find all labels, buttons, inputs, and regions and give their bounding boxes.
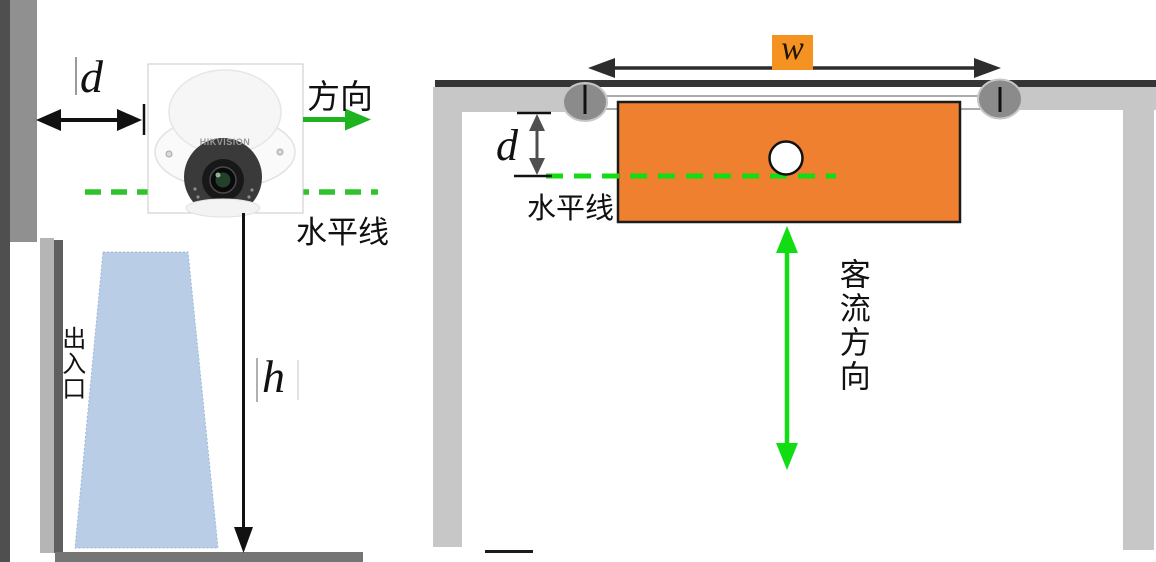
w-width-label: w — [781, 30, 804, 67]
horizontal-line-label-left: 水平线 — [296, 215, 389, 250]
d-distance-label-right: d — [496, 121, 518, 170]
entrance-area-trapezoid — [74, 251, 219, 549]
passenger-flow-direction-label: 客流方向 — [834, 258, 870, 394]
left-wall-dark-bar — [0, 0, 10, 562]
w-label-box — [772, 35, 813, 70]
dome-camera-image: HIKVISION — [147, 63, 304, 218]
top-beam-bar — [435, 80, 1156, 87]
room-wall-right — [1123, 87, 1154, 550]
d-distance-label-left: d — [80, 51, 103, 102]
room-wall-left — [433, 87, 462, 547]
d-right-arrowhead-down-icon — [529, 158, 545, 175]
left-pillar-light-bar — [40, 238, 54, 553]
camera-lens-glint — [215, 172, 221, 178]
camera-bottom-rim — [185, 198, 261, 218]
left-pillar-dark-bar — [54, 240, 63, 553]
camera-top-view-circle — [768, 140, 804, 176]
entrance-exit-label: 出入口 — [57, 326, 84, 401]
flow-arrowhead-down-icon — [776, 443, 798, 470]
w-arrowhead-right-icon — [974, 58, 1001, 78]
d-right-arrowhead-up-icon — [529, 114, 545, 131]
d-arrowhead-right-icon — [117, 109, 142, 131]
floor-bar — [55, 552, 363, 562]
h-height-label: h — [262, 351, 285, 402]
horizontal-line-label-right: 水平线 — [527, 193, 615, 225]
room-wall-top-left — [433, 87, 581, 112]
w-arrowhead-left-icon — [588, 58, 615, 78]
camera-brand-text: HIKVISION — [200, 137, 251, 147]
left-wall-medium-bar — [10, 0, 37, 242]
room-wall-top-right — [1018, 87, 1156, 110]
camera-screw-left-icon — [165, 150, 173, 158]
bottom-dash-mark — [485, 550, 533, 553]
h-arrowhead-icon — [234, 527, 253, 553]
flow-arrowhead-up-icon — [776, 226, 798, 253]
d-arrowhead-left-icon — [36, 109, 61, 131]
direction-arrowhead-icon — [345, 108, 371, 131]
door-leaf-rect — [616, 100, 962, 224]
camera-screw-right-icon — [276, 148, 284, 156]
direction-label: 方向 — [307, 80, 373, 116]
